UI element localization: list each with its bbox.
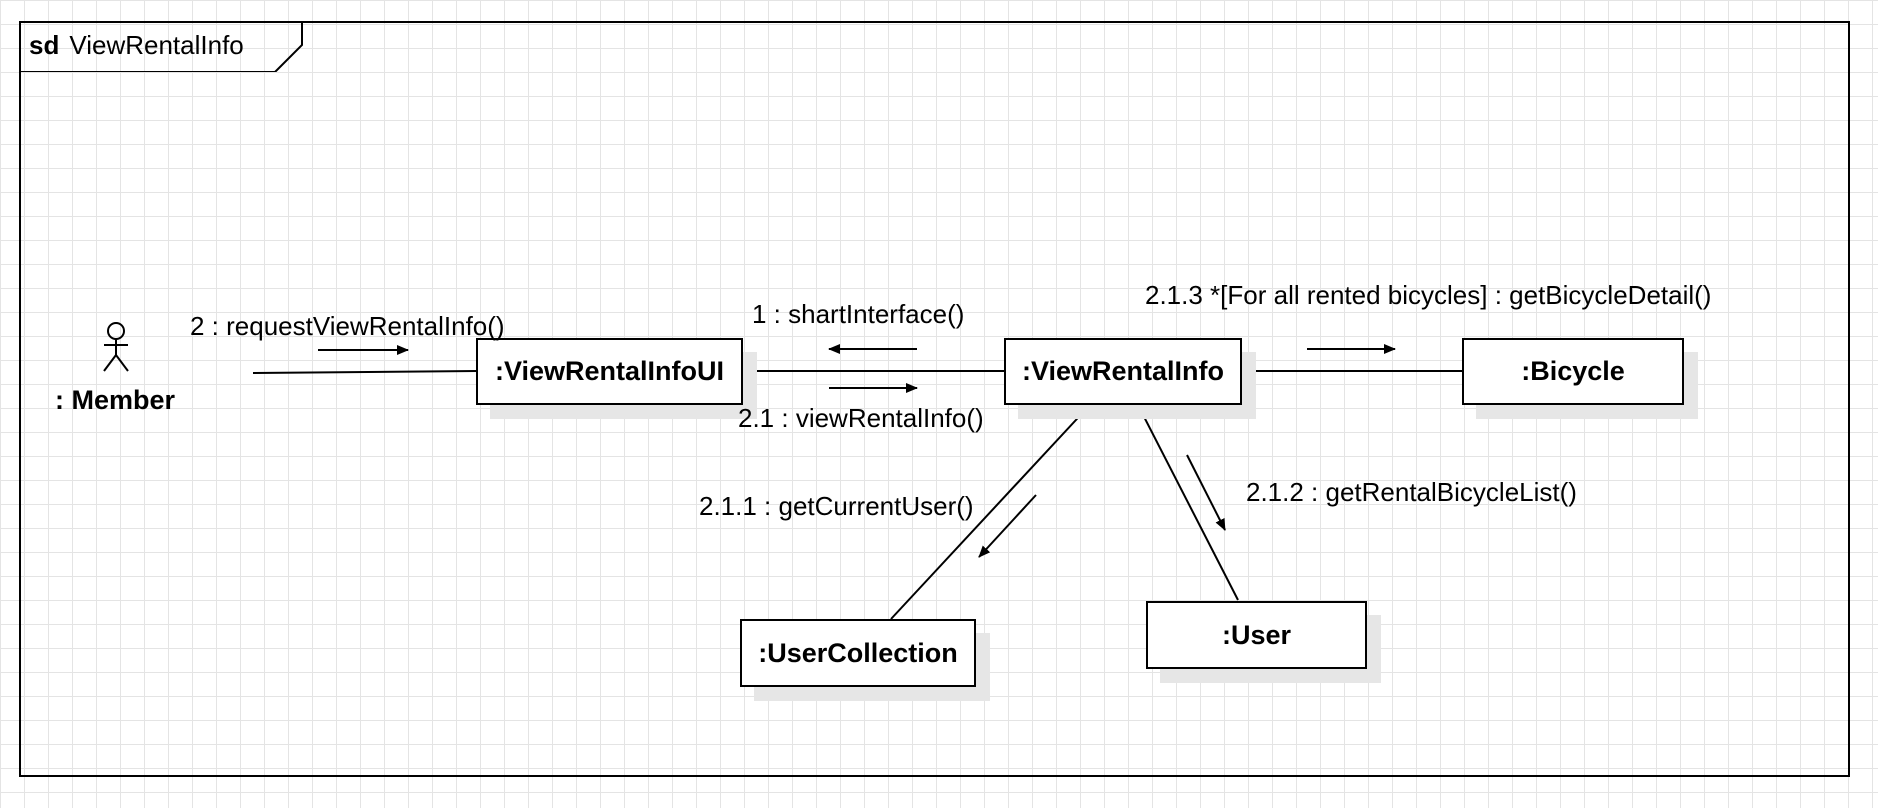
arrow-m212 bbox=[1186, 454, 1226, 531]
frame-keyword: sd bbox=[29, 30, 60, 60]
message-label-2: 2 : requestViewRentalInfo() bbox=[190, 311, 505, 341]
actor-member-label: : Member bbox=[55, 385, 176, 415]
link-control-usercollection bbox=[890, 406, 1089, 620]
object-usercollection[interactable]: :UserCollection bbox=[740, 619, 976, 687]
actor-stick-figure-icon bbox=[103, 322, 129, 372]
arrow-m211 bbox=[978, 494, 1037, 558]
message-label-2-1-3: 2.1.3 *[For all rented bicycles] : getBi… bbox=[1145, 280, 1712, 310]
object-user[interactable]: :User bbox=[1146, 601, 1367, 669]
message-label-2-1-2: 2.1.2 : getRentalBicycleList() bbox=[1246, 477, 1577, 507]
link-member-ui bbox=[252, 370, 478, 374]
message-label-1: 1 : shartInterface() bbox=[752, 299, 965, 329]
link-control-user bbox=[1138, 406, 1239, 601]
object-viewrentalinfoui[interactable]: :ViewRentalInfoUI bbox=[476, 338, 743, 405]
object-bicycle[interactable]: :Bicycle bbox=[1462, 338, 1684, 405]
frame-name: ViewRentalInfo bbox=[69, 30, 244, 60]
object-viewrentalinfo[interactable]: :ViewRentalInfo bbox=[1004, 338, 1242, 405]
frame-tab bbox=[20, 22, 303, 72]
message-label-2-1: 2.1 : viewRentalInfo() bbox=[738, 403, 984, 433]
frame-title: sd ViewRentalInfo bbox=[29, 28, 244, 62]
message-label-2-1-1: 2.1.1 : getCurrentUser() bbox=[699, 491, 974, 521]
diagram-frame bbox=[19, 21, 1850, 777]
